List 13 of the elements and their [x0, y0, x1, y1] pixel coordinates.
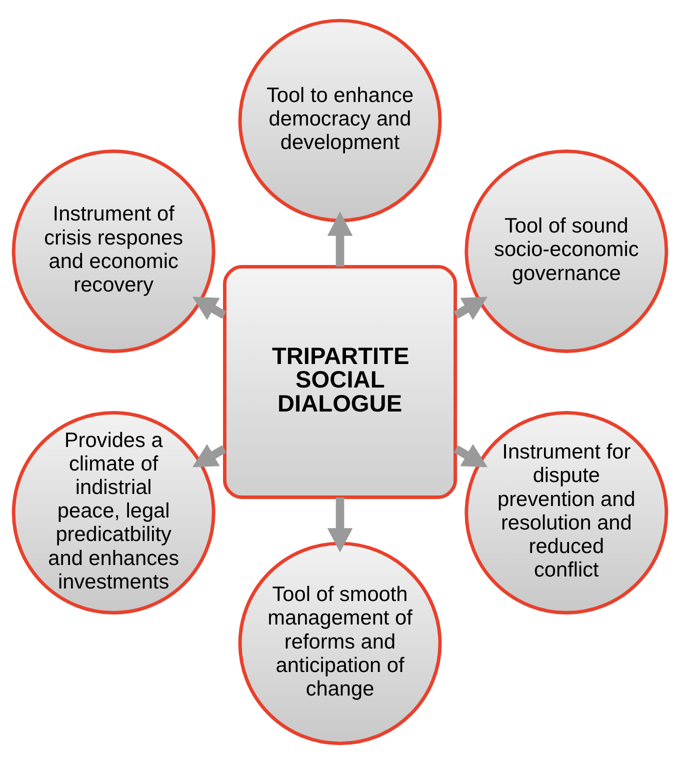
node-box: TRIPARTITE SOCIAL DIALOGUE [222, 264, 458, 499]
arrow [327, 497, 353, 552]
node-circle: Tool of smooth management of reforms and anticipation of change [238, 542, 442, 746]
node-circle: Provides a climate of indistrial peace, legal predicatbility and enhances investments [12, 410, 216, 614]
arrow [327, 212, 353, 267]
arrow [454, 444, 488, 468]
node-circle: Tool of sound socio-economic governance [464, 150, 668, 354]
arrow [192, 444, 226, 468]
arrow [192, 296, 226, 320]
node-circle: Instrument for dispute prevention and resolution and reduced conflict [464, 410, 668, 614]
node-circle: Tool to enhance democracy and development [238, 18, 442, 222]
arrow [454, 296, 488, 320]
node-circle: Instrument of crisis respones and economic recovery [12, 150, 216, 354]
